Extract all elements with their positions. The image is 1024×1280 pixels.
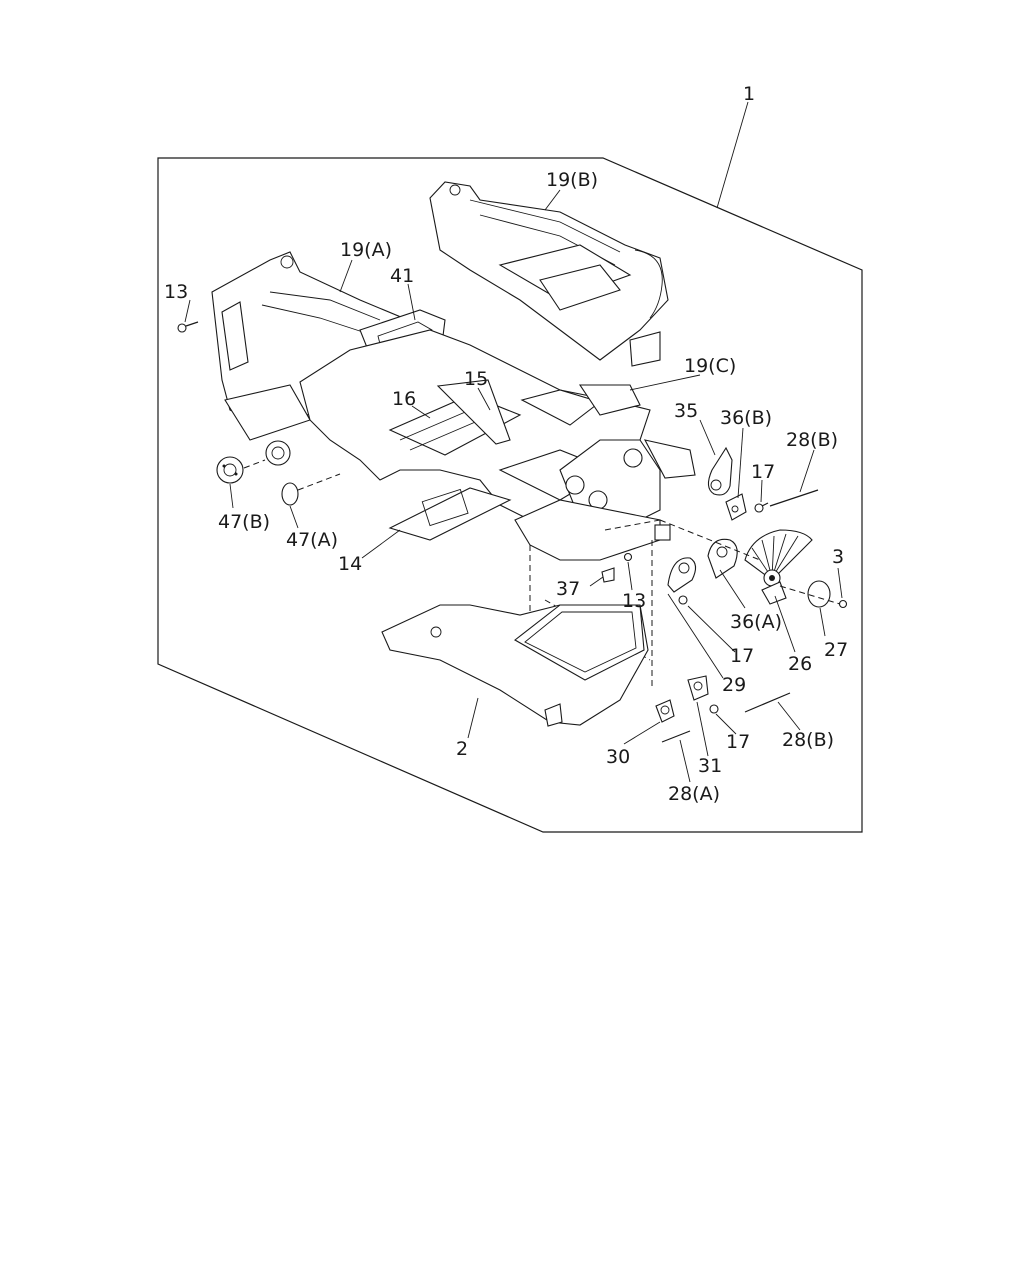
- callout-36a: 36(A): [730, 611, 782, 633]
- seal-47a: [281, 482, 299, 506]
- callout-27: 27: [824, 639, 848, 661]
- callout-1: 1: [743, 83, 755, 105]
- rod-28a: [661, 730, 691, 743]
- callout-19b: 19(B): [546, 169, 598, 191]
- callout-28b-upper: 28(B): [786, 429, 838, 451]
- duct-housing-19b: [429, 181, 669, 367]
- callout-37: 37: [556, 578, 580, 600]
- callout-26: 26: [788, 653, 812, 675]
- screw-13-lower: [623, 552, 633, 562]
- washer-27: [807, 580, 831, 608]
- callout-31: 31: [698, 755, 722, 777]
- callout-17-middle: 17: [730, 645, 754, 667]
- screw-17-upper: [754, 502, 769, 513]
- duct-housing-19a: [211, 251, 421, 441]
- callout-29: 29: [722, 674, 746, 696]
- callout-41: 41: [390, 265, 414, 287]
- callout-19c: 19(C): [684, 355, 736, 377]
- gear-sector-26: [744, 529, 813, 605]
- callout-47a: 47(A): [286, 529, 338, 551]
- callout-47b: 47(B): [218, 511, 270, 533]
- screw-13-upper: [177, 321, 199, 333]
- callout-36b: 36(B): [720, 407, 772, 429]
- callout-17-lower: 17: [726, 731, 750, 753]
- callout-17-upper: 17: [751, 461, 775, 483]
- callout-13-upper: 13: [164, 281, 188, 303]
- lever-36a: [707, 538, 738, 579]
- clip-37: [601, 567, 615, 583]
- rod-28b-upper: [769, 489, 819, 507]
- motor-ring: [265, 440, 291, 466]
- lever-35: [707, 446, 733, 496]
- pivot-31: [687, 675, 709, 701]
- callout-13-lower: 13: [622, 590, 646, 612]
- leader-lines: [184, 101, 843, 783]
- lever-29: [667, 557, 697, 593]
- callout-30: 30: [606, 746, 630, 768]
- callout-19a: 19(A): [340, 239, 392, 261]
- callout-16: 16: [392, 388, 416, 410]
- screw-17-middle: [678, 595, 688, 605]
- screw-3: [838, 599, 848, 609]
- callout-3: 3: [832, 546, 844, 568]
- grommet-47b: [216, 456, 244, 484]
- rod-28b-lower: [744, 692, 791, 713]
- pivot-30: [655, 699, 675, 723]
- base-tab: [654, 524, 671, 541]
- screw-17-lower: [709, 704, 719, 714]
- callout-35: 35: [674, 400, 698, 422]
- housing-base: [514, 499, 661, 561]
- assembly-frame: [157, 157, 863, 833]
- callout-28b-lower: 28(B): [782, 729, 834, 751]
- callout-2: 2: [456, 738, 468, 760]
- callout-28a: 28(A): [668, 783, 720, 805]
- lower-case-2: [381, 604, 649, 727]
- callout-14: 14: [338, 553, 362, 575]
- flap-14: [388, 487, 512, 541]
- lever-36b: [725, 493, 747, 521]
- callout-15: 15: [464, 368, 488, 390]
